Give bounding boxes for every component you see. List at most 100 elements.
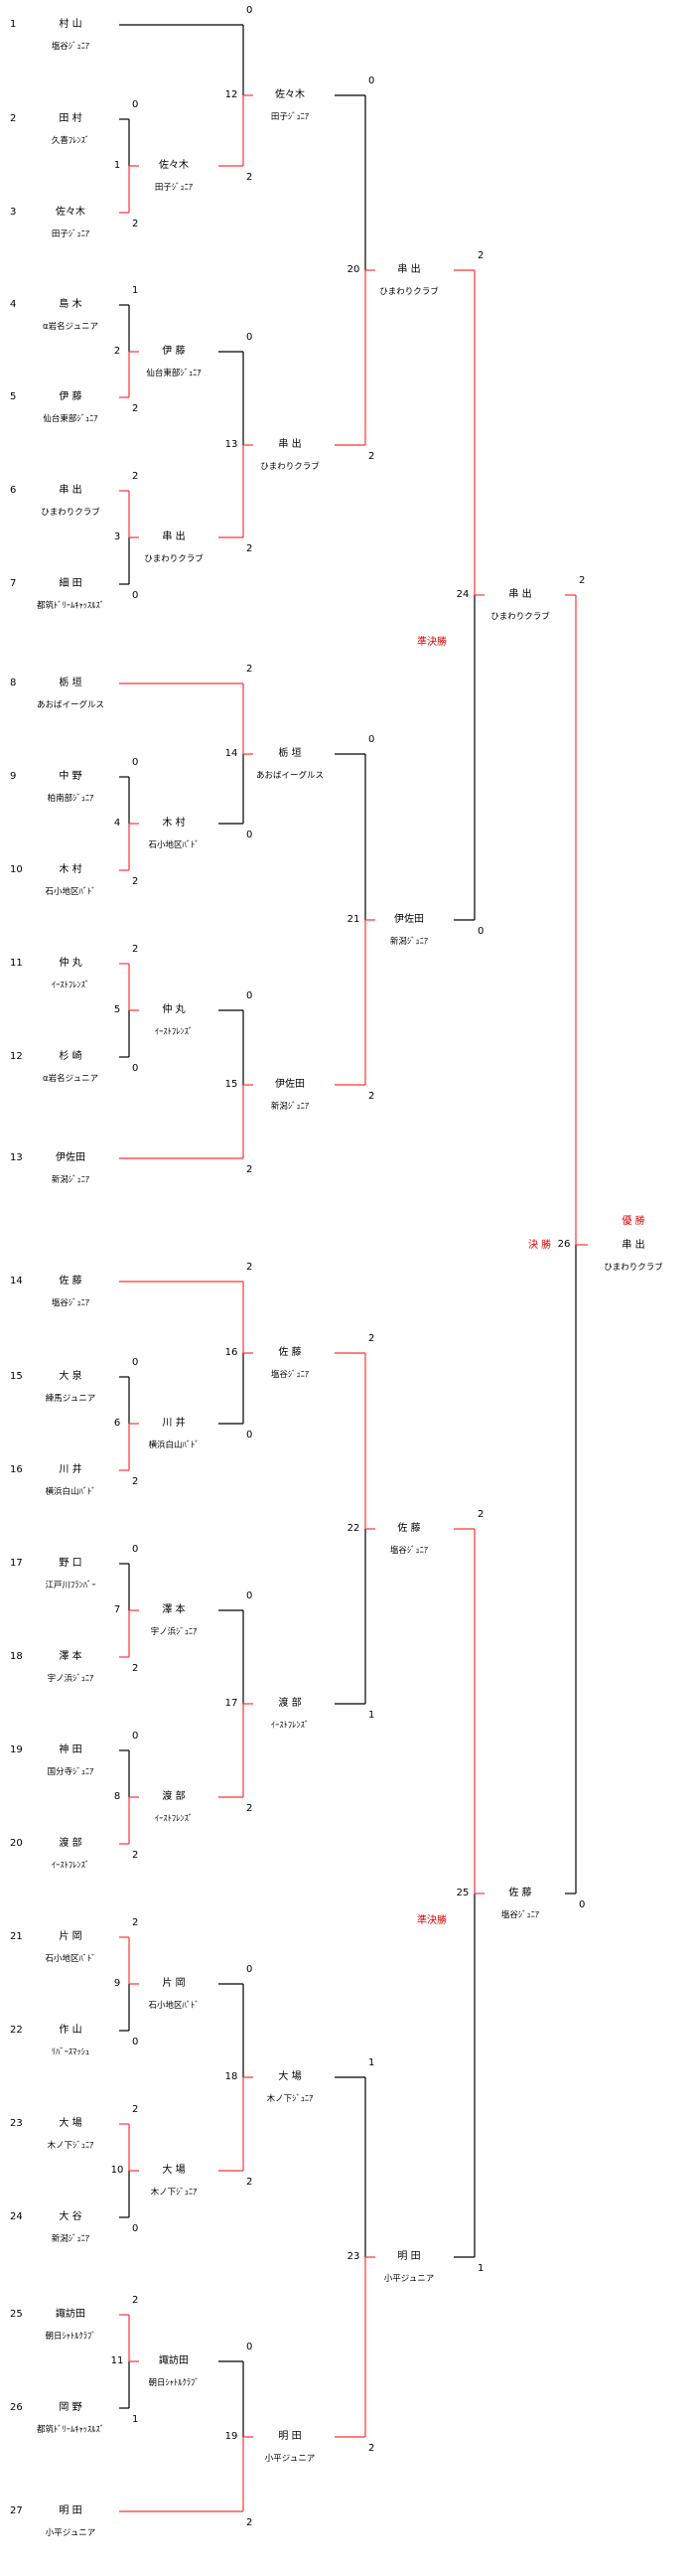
match-score-top: 0	[132, 1731, 139, 1742]
match-score-bottom: 2	[368, 451, 375, 462]
match-number: 6	[113, 1418, 121, 1429]
match-score-top: 2	[132, 2295, 139, 2306]
match-score-top: 0	[368, 734, 375, 745]
match-winner-name: 大 場	[162, 2165, 186, 2176]
match-winner-name: 串 出	[278, 439, 302, 450]
player-name: 細 田	[59, 578, 82, 589]
player-club: ｲｰｽﾄﾌﾚﾝｽﾞ	[51, 1861, 90, 1871]
match-winner-club: 宇ノ浜ｼﾞｭﾆｱ	[150, 1627, 198, 1637]
player-name: 串 出	[59, 485, 82, 496]
player-club: 新潟ｼﾞｭﾆｱ	[51, 1175, 90, 1185]
player-club: 仙台東部ｼﾞｭﾆｱ	[43, 414, 98, 424]
match-winner-club: 朝日ｼｬﾄﾙｸﾗﾌﾞ	[148, 2378, 200, 2388]
player-seed: 21	[10, 1931, 23, 1942]
match-winner-name: 渡 部	[162, 1791, 186, 1802]
player-club: α岩名ジュニア	[42, 322, 99, 332]
match-score-bottom: 0	[579, 1899, 586, 1910]
match-score-bottom: 2	[246, 2177, 253, 2188]
match-winner-club: 石小地区ﾊﾞﾄﾞ	[148, 840, 200, 850]
match-score-bottom: 0	[132, 2223, 139, 2234]
player-seed: 14	[10, 1276, 23, 1287]
match-score-bottom: 2	[246, 1803, 253, 1814]
match-score-top: 0	[246, 1591, 253, 1601]
match-score-top: 2	[478, 250, 485, 261]
player-name: 仲 丸	[59, 958, 82, 969]
match-winner-club: 塩谷ｼﾞｭﾆｱ	[389, 1546, 429, 1556]
match-score-top: 0	[246, 2342, 253, 2352]
match-number: 10	[110, 2165, 124, 2176]
match-score-bottom: 2	[132, 219, 139, 229]
match-score-top: 0	[246, 5, 253, 16]
player-name: 川 井	[59, 1464, 82, 1475]
match-winner-name: 片 岡	[162, 1978, 186, 1989]
match-score-top: 0	[246, 332, 253, 343]
final-label: 決 勝	[528, 1240, 552, 1251]
match-number: 19	[224, 2431, 238, 2442]
player-name: 渡 部	[59, 1838, 82, 1849]
match-score-top: 2	[132, 471, 139, 482]
player-seed: 9	[10, 771, 17, 782]
match-number: 3	[113, 531, 121, 542]
match-number: 15	[224, 1079, 238, 1090]
match-score-bottom: 0	[478, 926, 485, 937]
match-winner-name: 伊佐田	[394, 914, 424, 925]
player-seed: 2	[10, 113, 17, 124]
match-winner-name: 川 井	[162, 1418, 186, 1429]
match-winner-club: 塩谷ｼﾞｭﾆｱ	[270, 1370, 310, 1380]
match-score-top: 2	[246, 1262, 253, 1273]
match-score-bottom: 0	[132, 2037, 139, 2047]
player-seed: 19	[10, 1744, 23, 1755]
match-score-bottom: 0	[132, 1063, 139, 1074]
match-winner-club: 仙台東部ｼﾞｭﾆｱ	[146, 369, 202, 379]
match-winner-club: 横浜白山ﾊﾞﾄﾞ	[148, 1440, 200, 1450]
match-number: 13	[224, 439, 238, 450]
match-score-top: 2	[246, 664, 253, 675]
match-score-bottom: 1	[132, 2414, 139, 2425]
player-name: 栃 垣	[59, 678, 82, 688]
match-winner-name: 木 村	[162, 818, 186, 829]
player-name: 明 田	[59, 2505, 82, 2516]
match-number: 8	[113, 1791, 121, 1802]
match-score-bottom: 2	[132, 403, 139, 414]
player-club: 塩谷ｼﾞｭﾆｱ	[51, 1298, 90, 1308]
match-number: 21	[347, 914, 360, 925]
match-score-bottom: 2	[132, 1476, 139, 1487]
match-winner-club: 木ノ下ｼﾞｭﾆｱ	[150, 2188, 198, 2197]
player-seed: 8	[10, 678, 17, 688]
player-name: 岡 野	[59, 2402, 82, 2413]
match-winner-name: 串 出	[397, 264, 421, 275]
match-winner-name: 明 田	[397, 2251, 421, 2262]
player-seed: 13	[10, 1152, 23, 1163]
match-winner-club: ｲｰｽﾄﾌﾚﾝｽﾞ	[270, 1721, 310, 1731]
player-name: 神 田	[59, 1744, 82, 1755]
player-name: 伊佐田	[56, 1152, 85, 1163]
player-seed: 24	[10, 2211, 23, 2222]
match-number: 7	[113, 1604, 121, 1615]
match-winner-club: ひまわりクラブ	[490, 612, 550, 622]
player-seed: 5	[10, 391, 17, 402]
match-score-bottom: 2	[246, 2517, 253, 2528]
player-name: 村 山	[59, 19, 82, 30]
match-number: 5	[113, 1004, 121, 1015]
player-club: ﾘﾊﾞｰｽﾏｯｼｭ	[51, 2047, 90, 2057]
match-winner-club: ひまわりクラブ	[379, 287, 439, 297]
match-winner-name: 渡 部	[278, 1698, 302, 1709]
match-score-top: 2	[579, 575, 586, 586]
player-club: 江戸川ﾌﾗﾝﾊﾞｰ	[45, 1581, 96, 1591]
player-name: 木 村	[59, 864, 82, 875]
match-score-bottom: 1	[478, 2263, 485, 2274]
match-winner-club: 田子ｼﾞｭﾆｱ	[270, 112, 310, 122]
semifinal-label-upper: 準決勝	[417, 637, 447, 648]
player-seed: 11	[10, 958, 23, 969]
match-score-bottom: 2	[246, 1164, 253, 1175]
player-club: 都筑ﾄﾞﾘｰﾑｷｬｯｽﾙｽﾞ	[36, 601, 105, 611]
player-seed: 23	[10, 2118, 23, 2129]
player-name: 諏訪田	[56, 2309, 85, 2320]
player-club: 塩谷ｼﾞｭﾆｱ	[51, 42, 90, 52]
player-club: 朝日ｼｬﾄﾙｸﾗﾌﾞ	[45, 2332, 96, 2342]
match-winner-name: 澤 本	[162, 1604, 186, 1615]
match-winner-club: 石小地区ﾊﾞﾄﾞ	[148, 2001, 200, 2011]
match-score-top: 0	[246, 990, 253, 1001]
player-seed: 10	[10, 864, 23, 875]
